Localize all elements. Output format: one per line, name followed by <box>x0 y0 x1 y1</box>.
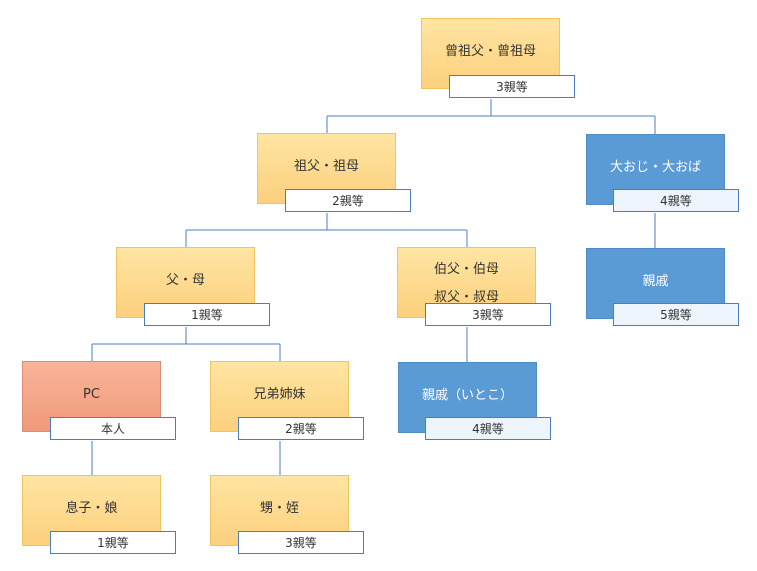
degree-tag: 1親等 <box>50 531 176 554</box>
node-label: 大おじ・大おば <box>609 160 701 175</box>
node-label: 曾祖父・曾祖母 <box>444 44 536 59</box>
degree-tag: 本人 <box>50 417 176 440</box>
degree-tag: 2親等 <box>285 189 411 212</box>
degree-tag: 2親等 <box>238 417 364 440</box>
node-label: 兄弟姉妹 <box>253 387 306 402</box>
degree-tag: 1親等 <box>144 303 270 326</box>
degree-tag: 3親等 <box>425 303 551 326</box>
degree-tag: 3親等 <box>449 75 575 98</box>
node-label: 親戚（いとこ） <box>421 388 513 403</box>
node-label: 祖父・祖母 <box>293 159 359 174</box>
degree-tag: 3親等 <box>238 531 364 554</box>
degree-tag: 5親等 <box>613 303 739 326</box>
degree-tag: 4親等 <box>613 189 739 212</box>
degree-tag: 4親等 <box>425 417 551 440</box>
node-label: 息子・娘 <box>65 501 118 516</box>
node-label: 親戚 <box>642 274 669 289</box>
node-label: PC <box>83 387 100 402</box>
node-label: 伯父・伯母 叔父・叔母 <box>433 262 499 305</box>
node-label: 父・母 <box>165 273 205 288</box>
node-label: 甥・姪 <box>259 501 299 516</box>
